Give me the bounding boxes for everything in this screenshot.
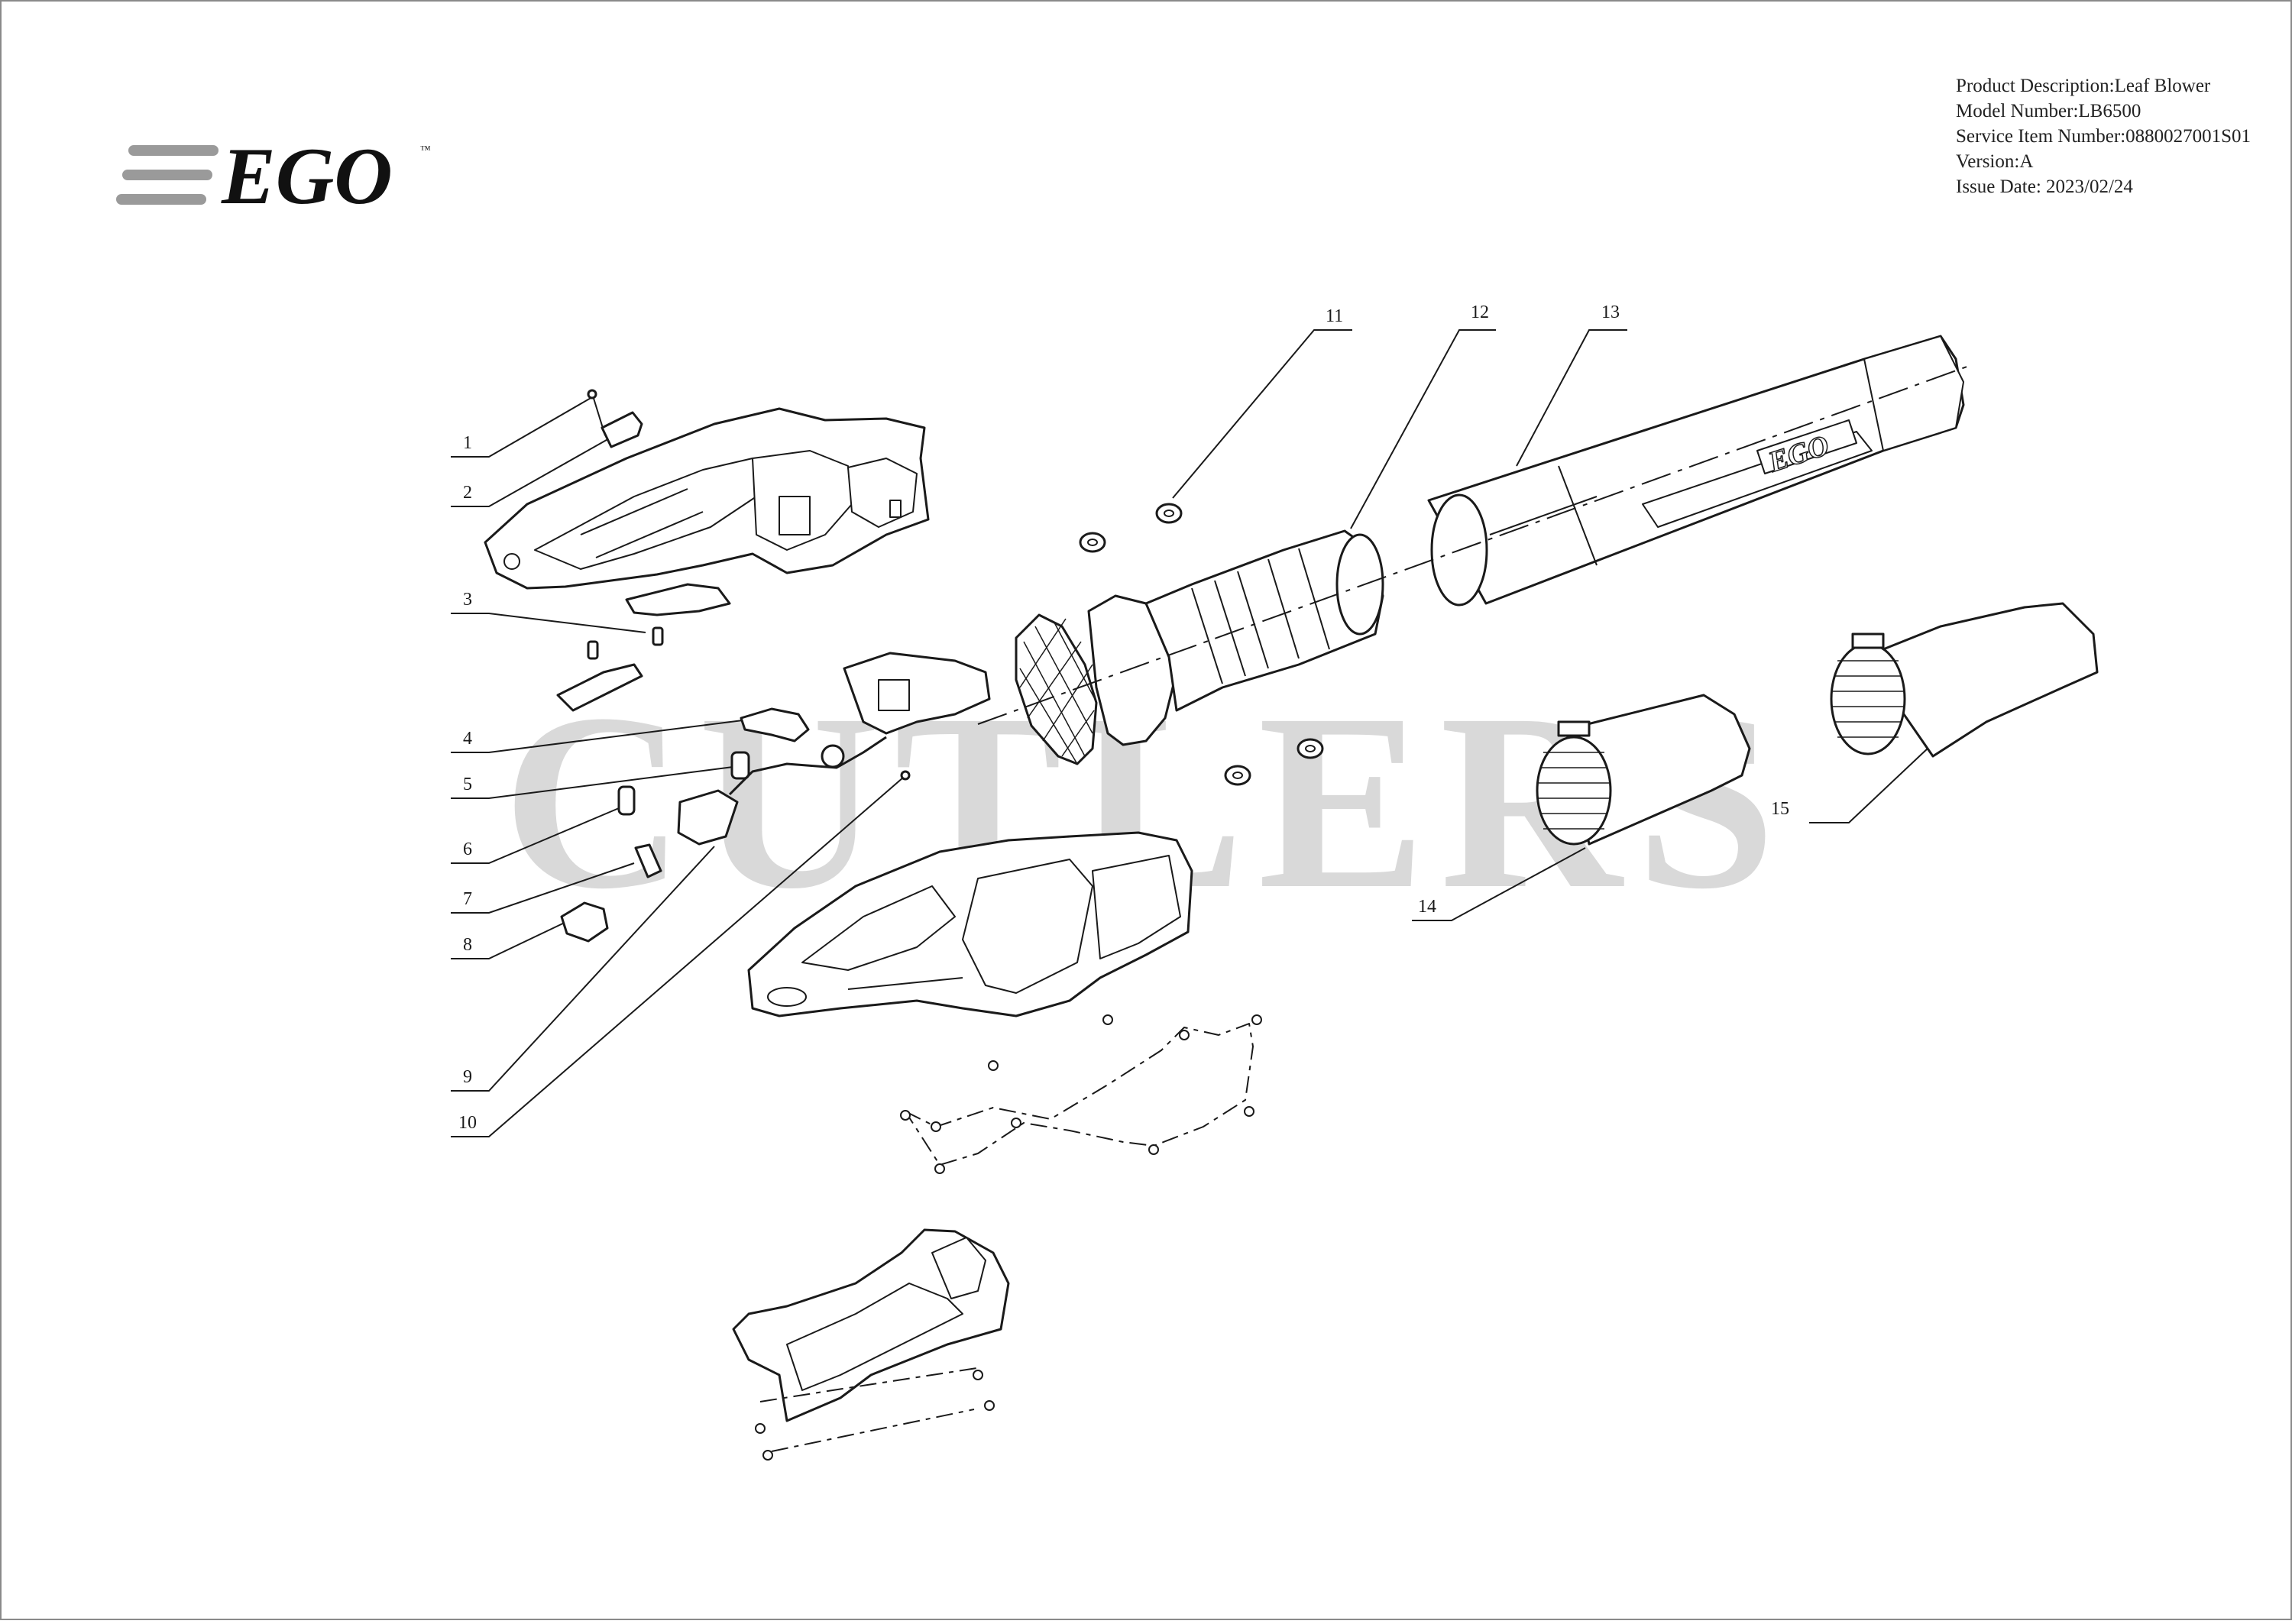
part-lever — [740, 707, 810, 742]
callout-3: 3 — [463, 590, 472, 610]
part-flat-nozzle — [1830, 602, 2099, 758]
issue-date: Issue Date: 2023/02/24 — [1956, 176, 2133, 197]
callout-9: 9 — [463, 1067, 472, 1087]
callout-5: 5 — [463, 775, 472, 794]
trademark-mark: ™ — [420, 144, 431, 156]
leader-lines — [451, 329, 1930, 1137]
part-upper-housing — [484, 407, 930, 590]
logo-text: EGO — [221, 131, 393, 221]
part-blower-tube: EGO — [1427, 335, 1965, 607]
part-battery-cover — [732, 1228, 1010, 1461]
part-springs — [587, 626, 664, 660]
part-grommets — [1079, 503, 1324, 786]
version: Version:A — [1956, 151, 2034, 172]
callout-8: 8 — [463, 935, 472, 955]
callout-14: 14 — [1418, 897, 1436, 917]
callout-1: 1 — [463, 433, 472, 453]
callout-11: 11 — [1326, 306, 1343, 326]
callout-4: 4 — [463, 729, 472, 749]
product-description: Product Description:Leaf Blower — [1956, 76, 2211, 96]
model-number: Model Number:LB6500 — [1956, 101, 2141, 121]
part-lock-lever — [556, 663, 643, 712]
part-spring-2 — [617, 785, 636, 816]
part-button — [634, 843, 662, 878]
product-info-block: Product Description:Leaf Blower Model Nu… — [1956, 73, 2251, 199]
callout-13: 13 — [1601, 302, 1620, 322]
callout-7: 7 — [463, 889, 472, 909]
part-round-nozzle — [1536, 694, 1751, 846]
ego-logo: EGO ™ — [116, 131, 431, 221]
service-item-number: Service Item Number:0880027001S01 — [1956, 126, 2252, 147]
part-filter-screen — [1015, 613, 1098, 765]
part-trigger — [625, 583, 731, 616]
shell-screws — [900, 1014, 1262, 1174]
part-spring — [730, 751, 750, 780]
callout-6: 6 — [463, 839, 472, 859]
part-handle-shell — [747, 831, 1193, 1017]
part-screw-small — [900, 770, 911, 781]
part-clip — [601, 411, 643, 448]
part-bracket — [560, 901, 609, 943]
callout-15: 15 — [1771, 799, 1789, 819]
center-axis-line — [977, 364, 1972, 725]
callout-labels: 1 2 3 4 5 6 7 8 9 10 11 12 13 14 15 — [458, 302, 1789, 1133]
callout-12: 12 — [1471, 302, 1489, 322]
callout-10: 10 — [458, 1113, 477, 1133]
part-switch-assembly — [677, 652, 991, 846]
logo-bars-icon — [116, 145, 219, 205]
parts: EGO — [484, 335, 2099, 1461]
callout-2: 2 — [463, 483, 472, 503]
